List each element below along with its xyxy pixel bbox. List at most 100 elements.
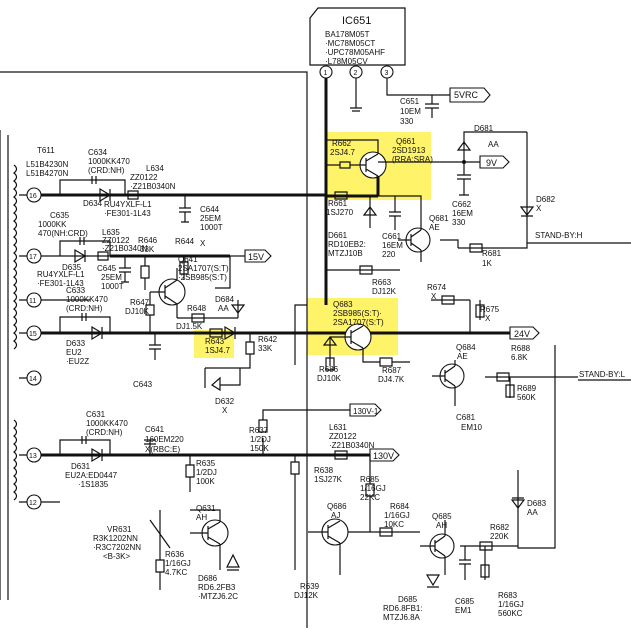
svg-text:220K: 220K [490,532,509,541]
svg-text:1K: 1K [482,259,492,268]
transformer-t611: T611 L51B4230N L51B4270N 16 17 11 15 14 … [0,130,68,600]
svg-text:Q684: Q684 [456,343,476,352]
svg-text:L631: L631 [329,423,347,432]
svg-text:R663: R663 [372,278,392,287]
svg-text:RU4YXLF-L1: RU4YXLF-L1 [104,200,152,209]
svg-text:D632: D632 [215,397,235,406]
svg-text:D681: D681 [474,124,494,133]
svg-text:C631: C631 [86,410,106,419]
svg-text:C685: C685 [455,597,475,606]
svg-text:R662: R662 [332,139,352,148]
svg-text:C641: C641 [145,425,165,434]
svg-text:R636: R636 [165,550,185,559]
svg-text:·FE301-1L43: ·FE301-1L43 [37,279,84,288]
svg-text:13: 13 [29,453,37,460]
svg-text:14: 14 [29,376,37,383]
svg-text:·1S1835: ·1S1835 [78,480,109,489]
svg-text:L51B4270N: L51B4270N [26,169,68,178]
svg-text:MTZJ6.8A: MTZJ6.8A [383,613,421,622]
svg-text:R688: R688 [511,344,531,353]
svg-text:R685: R685 [360,475,380,484]
svg-text:D684: D684 [215,295,235,304]
q661 [358,151,387,179]
svg-text:470(NH:CRD): 470(NH:CRD) [38,229,88,238]
svg-text:1000KK: 1000KK [38,220,67,229]
svg-text:1000T: 1000T [101,282,124,291]
rail-9v [479,155,510,169]
svg-text:Q685: Q685 [432,512,452,521]
svg-text:1SJ270: 1SJ270 [326,208,354,217]
svg-text:1SJ27K: 1SJ27K [314,475,343,484]
svg-text:D635: D635 [62,263,82,272]
svg-text:C643: C643 [133,380,153,389]
svg-text:C661: C661 [382,232,402,241]
svg-text:R642: R642 [258,335,278,344]
svg-text:10KC: 10KC [384,520,404,529]
svg-text:VR631: VR631 [107,525,132,534]
svg-text:DJ12K: DJ12K [372,287,397,296]
svg-text:RD10EB2:: RD10EB2: [328,240,366,249]
svg-text:1/16GJ: 1/16GJ [384,511,410,520]
svg-text:·Z21B0340N: ·Z21B0340N [130,182,176,191]
svg-text:Q641: Q641 [178,255,198,264]
svg-text:R674: R674 [427,283,447,292]
svg-text:R637: R637 [249,426,269,435]
svg-text:160EM220: 160EM220 [145,435,184,444]
svg-text:15V: 15V [248,252,264,262]
svg-text:RU4YXLF-L1: RU4YXLF-L1 [37,270,85,279]
svg-text:AJ: AJ [331,511,340,520]
svg-text:X: X [536,204,542,213]
svg-text:1000KK470: 1000KK470 [66,295,108,304]
svg-text:130V-1: 130V-1 [353,407,379,416]
svg-text:R648: R648 [187,304,207,313]
ic651-name: IC651 [342,15,371,27]
svg-text:C645: C645 [97,264,117,273]
svg-text:D683: D683 [527,499,547,508]
svg-text:EM10: EM10 [461,423,482,432]
svg-text:AH: AH [436,521,447,530]
svg-text:R686: R686 [319,365,339,374]
svg-text:R675: R675 [480,305,500,314]
svg-text:R638: R638 [314,466,334,475]
svg-text:R684: R684 [390,502,410,511]
svg-text:DJ10K: DJ10K [317,374,342,383]
svg-text:R689: R689 [517,384,537,393]
svg-text:·Z21B0340N: ·Z21B0340N [329,441,375,450]
svg-text:·MTZJ6.2C: ·MTZJ6.2C [198,592,238,601]
svg-text:R644: R644 [175,237,195,246]
svg-text:560KC: 560KC [498,609,523,618]
svg-text:AA: AA [527,508,538,517]
svg-text:EU2: EU2 [66,348,82,357]
svg-text:AA: AA [488,140,499,149]
svg-text:STAND-BY:H: STAND-BY:H [535,231,583,240]
svg-text:D661: D661 [328,231,348,240]
svg-text:33K: 33K [258,344,273,353]
svg-text:3: 3 [385,70,389,77]
svg-text:(CRD:NH): (CRD:NH) [86,428,123,437]
svg-text:EU2A:ED0447: EU2A:ED0447 [65,471,118,480]
svg-text:·2SB985(S:T): ·2SB985(S:T) [178,273,227,282]
svg-text:MTZJ10B: MTZJ10B [328,249,363,258]
svg-text:R661: R661 [328,199,348,208]
svg-text:330: 330 [452,218,466,227]
svg-text:4.7KC: 4.7KC [165,568,187,577]
svg-text:220: 220 [382,250,396,259]
svg-text:16EM: 16EM [452,209,473,218]
svg-text:12: 12 [29,500,37,507]
svg-text:ZZ0122: ZZ0122 [329,432,357,441]
svg-text:R3K1202NN: R3K1202NN [93,534,138,543]
svg-text:C662: C662 [452,200,472,209]
svg-text:X(RBC:E): X(RBC:E) [145,445,180,454]
svg-text:2SJ4.7: 2SJ4.7 [330,148,355,157]
svg-text:C635: C635 [50,211,70,220]
svg-text:DJ10K: DJ10K [125,307,150,316]
svg-text:X: X [200,239,206,248]
svg-text:(CRD:NH): (CRD:NH) [88,166,125,175]
svg-text:R639: R639 [300,582,320,591]
svg-text:L635: L635 [102,228,120,237]
svg-text:DJ1.5K: DJ1.5K [176,322,203,331]
svg-text:150K: 150K [250,444,269,453]
svg-text:<B-3K>: <B-3K> [103,552,130,561]
svg-text:2SD1913: 2SD1913 [392,146,426,155]
